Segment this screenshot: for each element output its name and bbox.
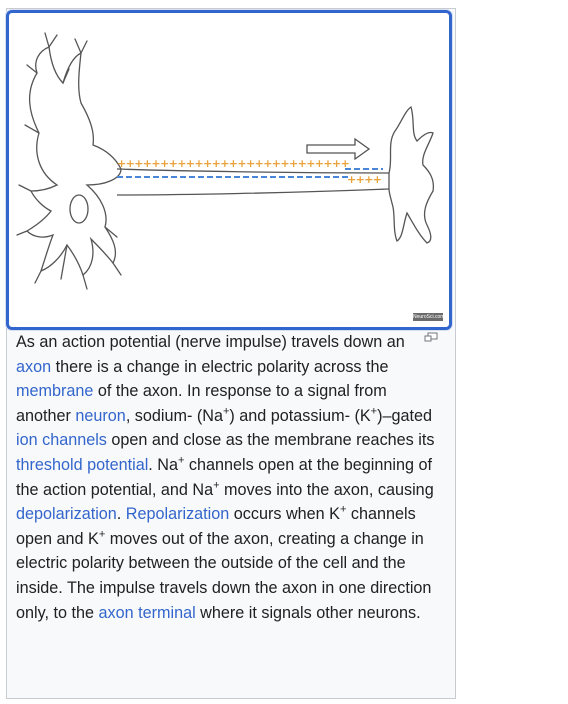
caption-text: of the axon. In response to a signal fro… xyxy=(16,382,387,425)
figure-caption: As an action potential (nerve impulse) t… xyxy=(16,330,444,625)
caption-text: As an action potential (nerve impulse) t… xyxy=(16,333,405,351)
nucleus xyxy=(69,194,89,224)
plus-sign: + xyxy=(280,157,289,170)
plus-sign: + xyxy=(220,157,229,170)
caption-text: moves out of the axon, creating a change… xyxy=(16,529,432,622)
axon-outline xyxy=(116,168,390,196)
plus-sign: + xyxy=(255,157,264,170)
plus-sign: + xyxy=(186,157,195,170)
plus-sign: + xyxy=(212,157,221,170)
link-axon-terminal[interactable]: axon terminal xyxy=(98,603,196,622)
plus-sign: + xyxy=(126,157,135,170)
dendrite-branches xyxy=(16,32,122,290)
plus-sign: + xyxy=(341,157,350,170)
plus-sign: + xyxy=(289,157,298,170)
caption-text: occurs when K xyxy=(229,505,340,524)
cell-body-outline xyxy=(25,46,122,277)
caption-text: open and close as the membrane reaches i… xyxy=(106,431,435,450)
minus-charges xyxy=(117,168,383,178)
superscript-plus: + xyxy=(370,405,378,418)
plus-sign: + xyxy=(306,157,315,170)
plus-sign: + xyxy=(194,157,203,170)
plus-sign: + xyxy=(332,157,341,170)
superscript-plus: + xyxy=(339,503,347,516)
neuron-diagram-image[interactable]: +++++++++++++++++++++++++++++++ NeuroSci… xyxy=(6,10,452,330)
enlarge-icon[interactable] xyxy=(424,332,438,342)
plus-sign: + xyxy=(246,157,255,170)
plus-sign: + xyxy=(117,157,126,170)
plus-sign: + xyxy=(373,173,382,186)
plus-sign: + xyxy=(229,157,238,170)
caption-text: there is a change in electric polarity a… xyxy=(51,357,389,376)
caption-text: , sodium- (Na xyxy=(125,406,223,425)
link-depolarization[interactable]: depolarization xyxy=(16,505,117,524)
plus-sign: + xyxy=(169,157,178,170)
plus-sign: + xyxy=(203,157,212,170)
link-membrane[interactable]: membrane xyxy=(16,382,94,401)
plus-sign: + xyxy=(160,157,169,170)
plus-sign: + xyxy=(237,157,246,170)
plus-sign: + xyxy=(177,157,186,170)
plus-sign: + xyxy=(298,157,307,170)
plus-sign: + xyxy=(151,157,160,170)
image-credit: NeuroSci.com xyxy=(413,313,443,321)
plus-sign: + xyxy=(356,173,365,186)
superscript-plus: + xyxy=(222,405,230,418)
caption-text: channels open and K xyxy=(16,505,416,548)
superscript-plus: + xyxy=(213,479,220,492)
caption-text: where it signals other neurons. xyxy=(195,603,421,622)
axon-terminal-outline xyxy=(388,105,435,244)
link-ion-channels[interactable]: ion channels xyxy=(16,431,107,450)
caption-text: moves into the axon, causing xyxy=(219,480,434,499)
plus-charges: +++++++++++++++++++++++++++++++ xyxy=(117,157,382,186)
plus-sign: + xyxy=(272,157,281,170)
superscript-plus: + xyxy=(178,454,185,467)
link-repolarization[interactable]: Repolarization xyxy=(125,505,230,524)
plus-sign: + xyxy=(263,157,272,170)
link-neuron[interactable]: neuron xyxy=(75,406,126,425)
link-axon[interactable]: axon xyxy=(16,357,52,376)
plus-sign: + xyxy=(315,157,324,170)
direction-arrow xyxy=(306,137,371,161)
superscript-plus: + xyxy=(98,528,106,541)
plus-sign: + xyxy=(134,157,143,170)
plus-sign: + xyxy=(323,157,332,170)
caption-text: channels open at the beginning of the ac… xyxy=(16,455,432,499)
caption-text: )–gated xyxy=(377,406,432,425)
neuron-illustration: +++++++++++++++++++++++++++++++ xyxy=(16,32,435,290)
plus-sign: + xyxy=(364,173,373,186)
caption-text: ) and potassium- (K xyxy=(229,406,371,425)
plus-sign: + xyxy=(347,173,356,186)
caption-text: . xyxy=(116,505,126,524)
link-threshold-potential[interactable]: threshold potential xyxy=(16,455,149,474)
plus-sign: + xyxy=(143,157,152,170)
caption-text: . Na xyxy=(148,455,178,474)
